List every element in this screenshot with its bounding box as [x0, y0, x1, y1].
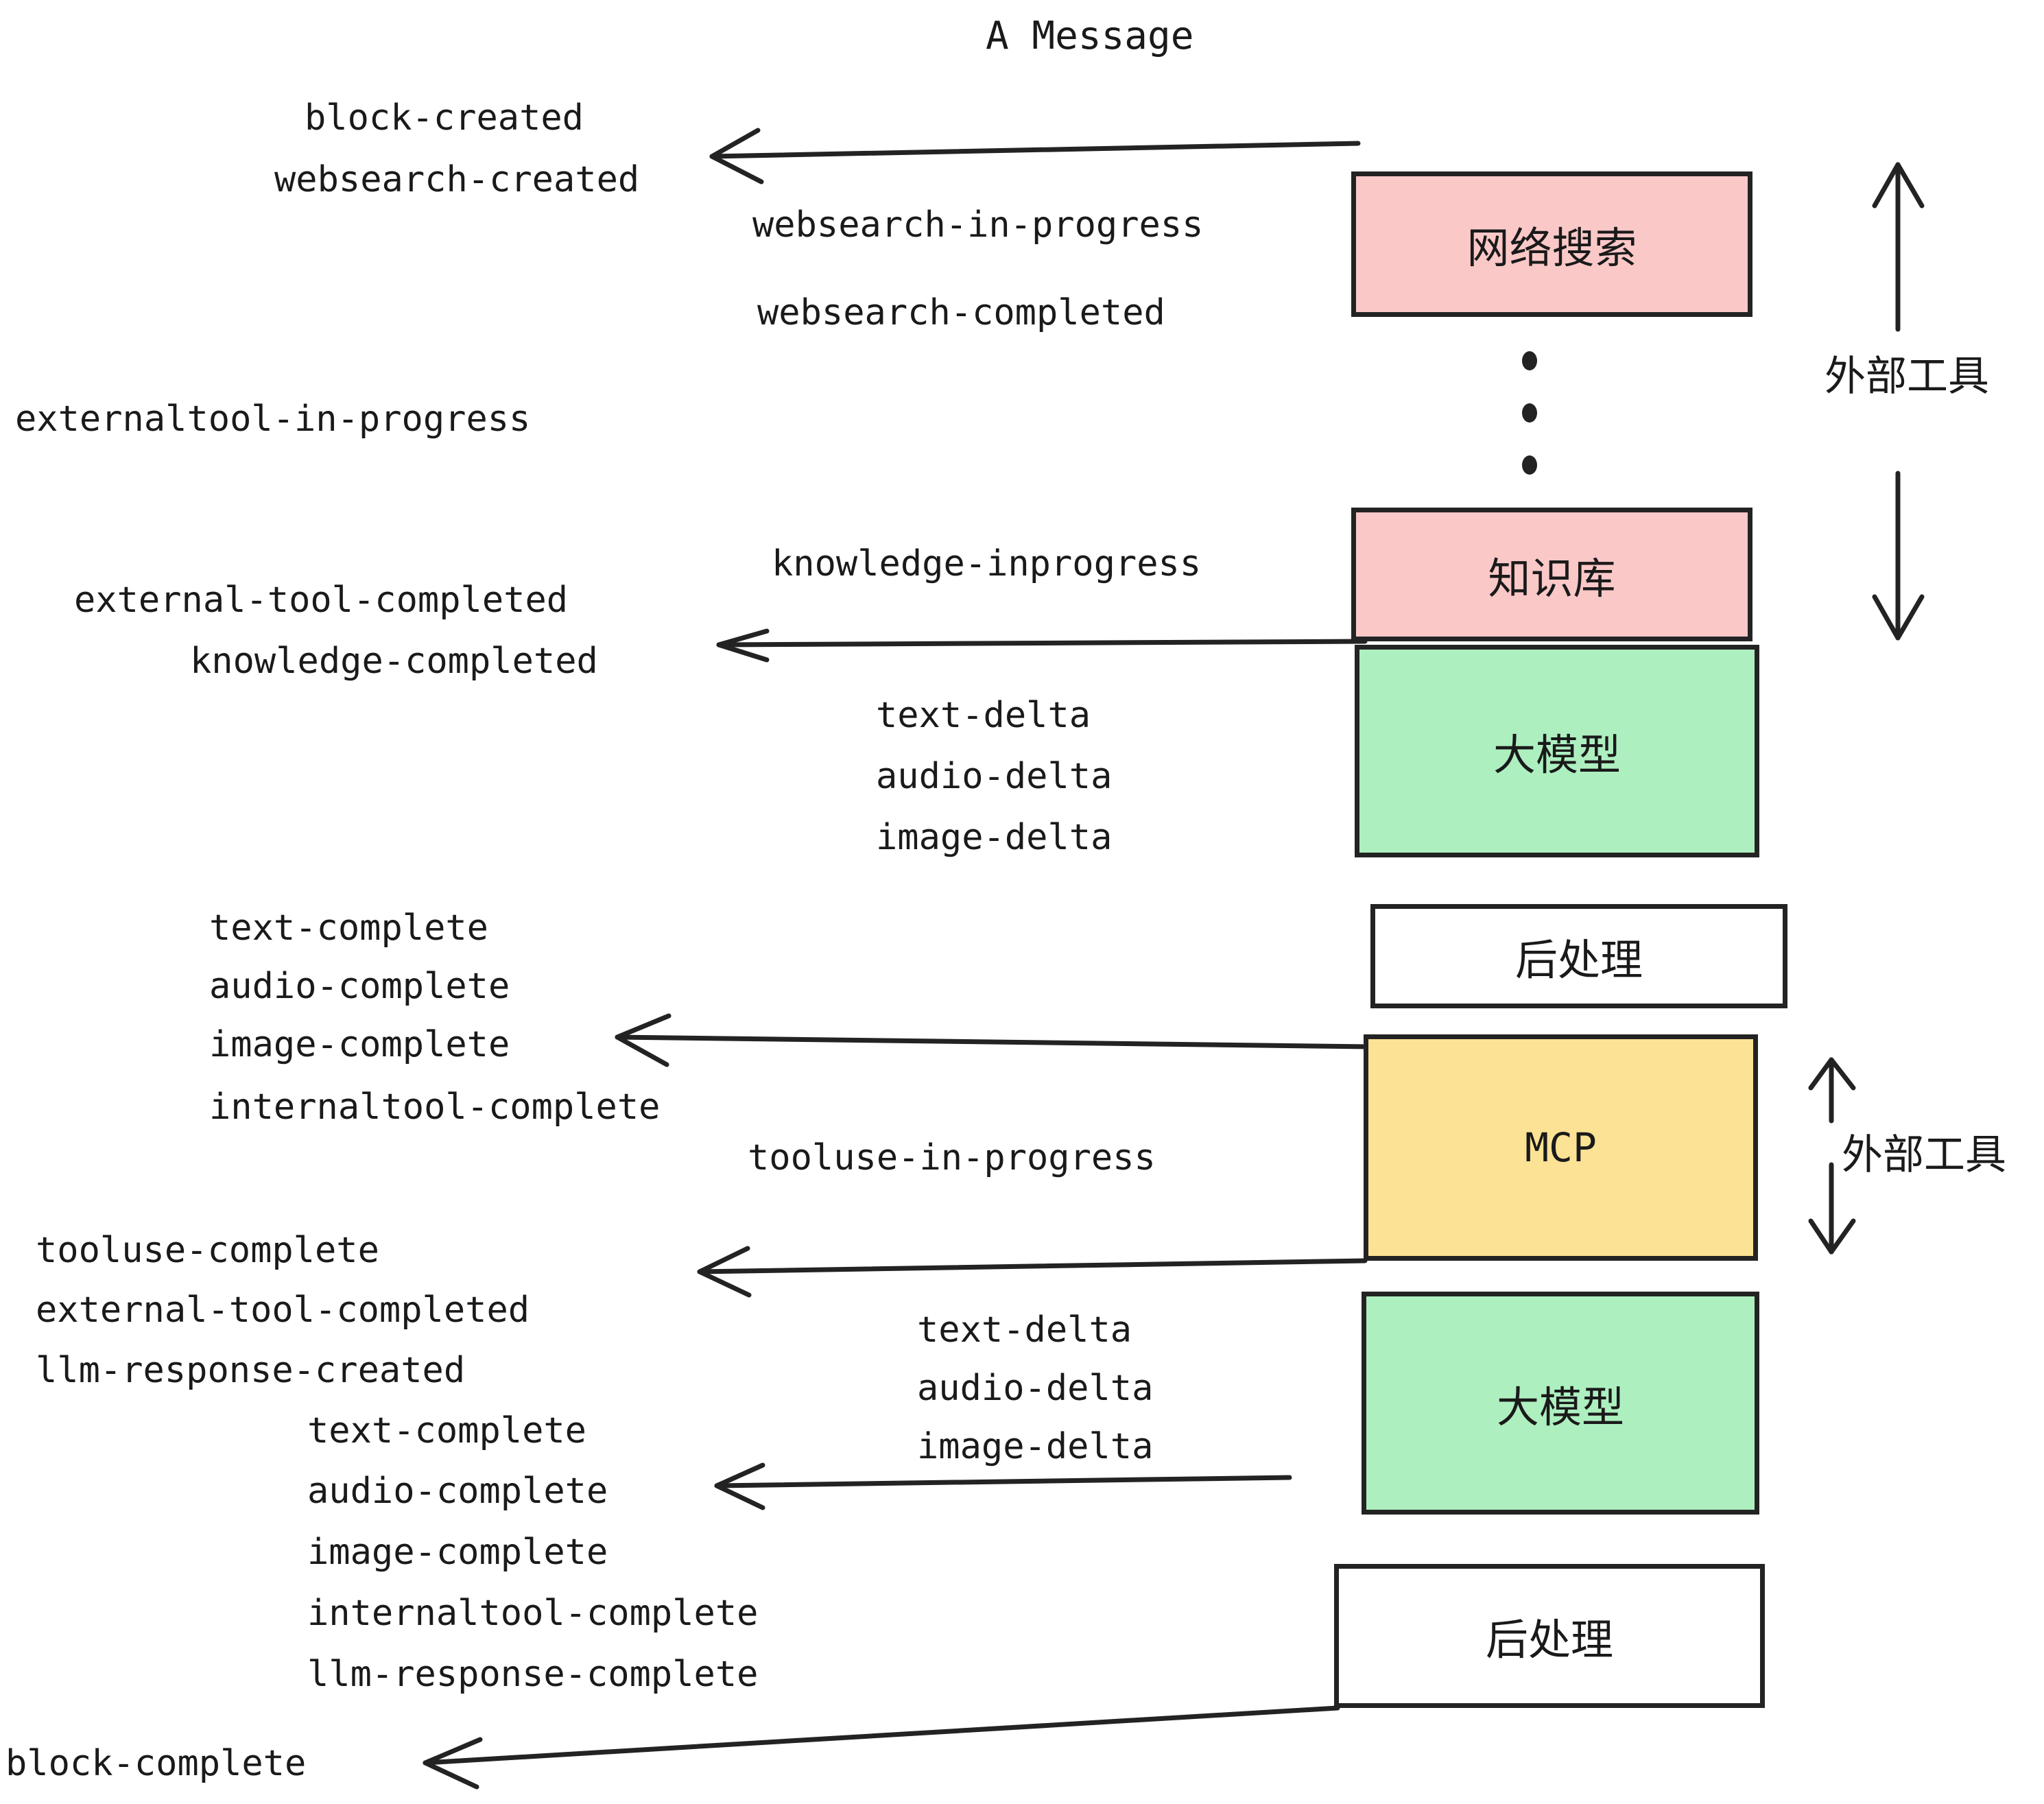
event-image-delta-2: image-delta	[917, 1426, 1154, 1467]
arrow-llm2-to-audio-complete	[714, 1462, 1292, 1510]
event-external-tool-completed-1: external-tool-completed	[74, 580, 569, 621]
node-mcp[interactable]: MCP	[1364, 1034, 1758, 1261]
event-websearch-completed: websearch-completed	[757, 292, 1165, 333]
node-llm-2-label: 大模型	[1496, 1381, 1624, 1432]
event-llm-response-created: llm-response-created	[36, 1350, 466, 1391]
ellipsis-dot	[1522, 455, 1537, 475]
event-text-delta-1: text-delta	[876, 695, 1091, 736]
event-externaltool-in-progress: externaltool-in-progress	[15, 399, 531, 440]
event-tooluse-complete: tooluse-complete	[36, 1230, 379, 1271]
event-internaltool-complete-2: internaltool-complete	[307, 1593, 759, 1634]
node-websearch-label: 网络搜索	[1466, 223, 1637, 273]
arrow-websearch-to-block-created	[709, 128, 1361, 185]
event-audio-delta-2: audio-delta	[917, 1368, 1154, 1409]
event-image-complete-2: image-complete	[307, 1532, 608, 1573]
arrow-postprocess-to-image-complete	[615, 1013, 1373, 1067]
event-websearch-in-progress: websearch-in-progress	[752, 204, 1204, 246]
ellipsis-dot	[1522, 403, 1537, 423]
ellipsis-dot	[1522, 351, 1537, 370]
node-postprocess-1[interactable]: 后处理	[1370, 904, 1787, 1008]
node-llm-1[interactable]: 大模型	[1355, 645, 1759, 857]
arrow-postprocess2-to-block-complete	[423, 1705, 1340, 1790]
node-knowledge-label: 知识库	[1488, 553, 1616, 604]
arrow-mcp-to-tooluse-complete	[697, 1246, 1368, 1298]
node-postprocess-2-label: 后处理	[1485, 1615, 1613, 1665]
event-internaltool-complete-1: internaltool-complete	[209, 1087, 661, 1128]
label-external-tool-bottom: 外部工具	[1842, 1131, 2006, 1179]
event-knowledge-completed: knowledge-completed	[190, 641, 598, 682]
event-text-delta-2: text-delta	[917, 1309, 1132, 1351]
node-llm-2[interactable]: 大模型	[1362, 1292, 1759, 1515]
event-audio-delta-1: audio-delta	[876, 756, 1113, 797]
node-llm-1-label: 大模型	[1493, 730, 1621, 780]
event-websearch-created: websearch-created	[274, 159, 640, 200]
event-block-created: block-created	[305, 97, 584, 139]
event-tooluse-in-progress: tooluse-in-progress	[748, 1137, 1156, 1178]
event-image-delta-1: image-delta	[876, 817, 1113, 858]
event-audio-complete-1: audio-complete	[209, 966, 510, 1007]
event-knowledge-inprogress: knowledge-inprogress	[772, 543, 1202, 584]
event-llm-response-complete: llm-response-complete	[307, 1654, 759, 1695]
node-postprocess-1-label: 后处理	[1514, 935, 1643, 985]
label-external-tool-top: 外部工具	[1825, 353, 1989, 401]
node-websearch[interactable]: 网络搜索	[1351, 171, 1752, 317]
event-audio-complete-2: audio-complete	[307, 1471, 608, 1512]
event-block-complete: block-complete	[5, 1743, 307, 1784]
node-postprocess-2[interactable]: 后处理	[1334, 1564, 1765, 1708]
node-mcp-label: MCP	[1525, 1124, 1597, 1171]
event-text-complete-2: text-complete	[307, 1410, 586, 1451]
event-image-complete-1: image-complete	[209, 1024, 510, 1065]
event-text-complete-1: text-complete	[209, 907, 488, 949]
event-external-tool-completed-2: external-tool-completed	[36, 1290, 530, 1331]
diagram-title: A Message	[986, 14, 1194, 58]
node-knowledge[interactable]: 知识库	[1351, 508, 1752, 641]
arrow-knowledge-to-knowledge-completed	[716, 628, 1368, 663]
